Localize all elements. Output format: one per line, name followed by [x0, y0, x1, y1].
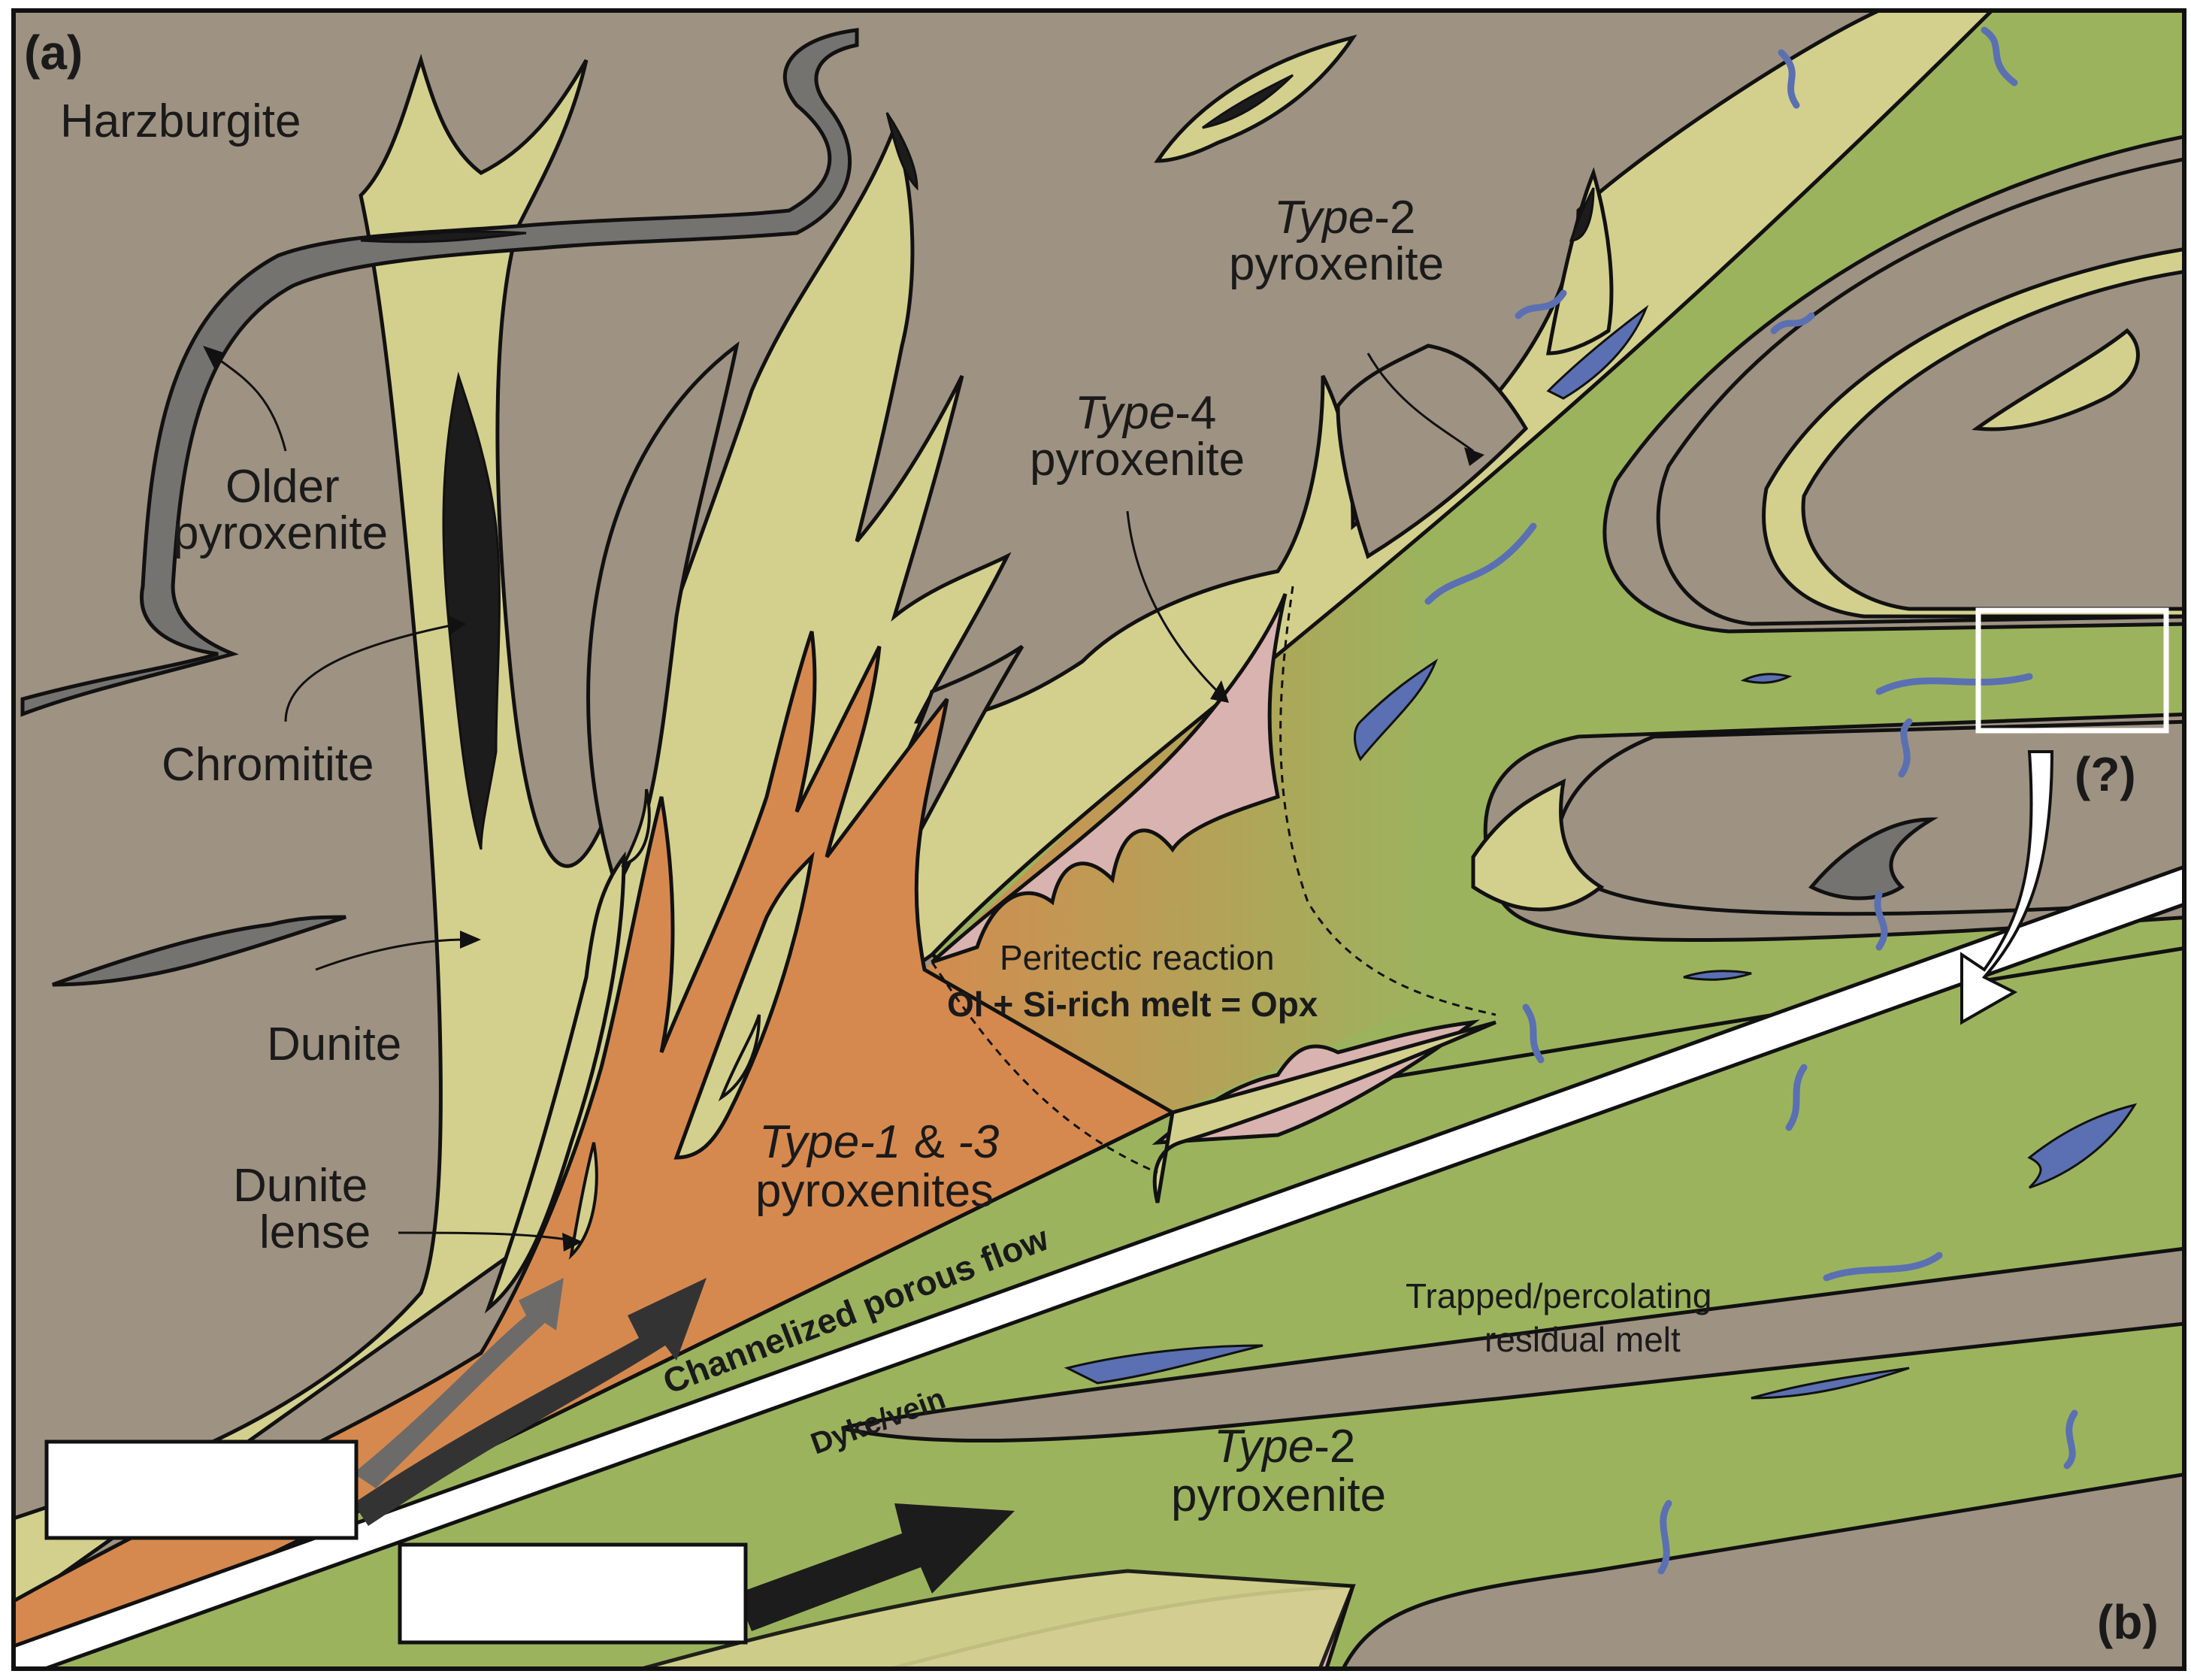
lower-dunite-sliver [634, 1569, 1356, 1669]
label-older-1: Older [225, 461, 340, 513]
harz-hole-3 [1336, 344, 1529, 559]
chromitite-blob [1202, 74, 1294, 129]
older-pyroxenite-lens-1 [52, 915, 347, 987]
label-harzburgite: Harzburgite [60, 95, 301, 147]
dunite-in-green-2 [1546, 167, 1614, 356]
dunite-lense-3 [568, 1142, 598, 1260]
dunite-lense-2 [718, 1014, 761, 1102]
label-trapped-1: Trapped/percolating [1406, 1276, 1711, 1315]
label-chromitite: Chromitite [162, 739, 374, 791]
dunite-strip-2 [673, 851, 815, 1160]
melt-pocket-7 [1751, 1367, 1910, 1400]
boninitic-arrow [737, 1503, 1015, 1631]
label-type4: Type-4 [1075, 387, 1216, 439]
harz-hole-1 [586, 341, 740, 891]
label-type2-bottom: Type-2 [1214, 1421, 1355, 1473]
label-type2-top-line2: pyroxenite [1229, 238, 1444, 290]
label-lense-2: lense [259, 1206, 371, 1258]
label-type13: Type-1 & -3 [759, 1116, 999, 1168]
chromitite-pod [442, 371, 501, 850]
dunite-lense-1 [621, 789, 651, 867]
melt-pocket-4 [1683, 970, 1752, 981]
dunite-tongue [1152, 1020, 1496, 1203]
boninitic-box [398, 1542, 748, 1645]
dyke-band [14, 864, 2184, 1669]
older-pyroxenite-arc [20, 28, 859, 717]
label-older-2: pyroxenite [173, 507, 388, 559]
panel-label-a: (a) [24, 26, 83, 80]
leader-arrowheads [203, 346, 1484, 1252]
peritectic-boundary-left [931, 961, 1158, 1174]
label-peritectic: Peritectic reaction [1000, 938, 1275, 977]
picritic-arrow-grey [353, 1278, 564, 1488]
question-arrow [1960, 750, 2054, 1025]
label-type2-bottom-line2: pyroxenite [1171, 1470, 1386, 1521]
label-lense-1: Dunite [233, 1160, 368, 1212]
dunite-in-green-1 [1471, 778, 1605, 912]
melt-pocket-6 [1064, 1344, 1263, 1385]
melt-pocket-5 [2027, 1103, 2138, 1189]
chromitite-top [885, 112, 918, 191]
melt-flow-arrows [1424, 26, 2078, 1575]
label-type4-line2: pyroxenite [1030, 434, 1245, 486]
type4-zone [931, 593, 1288, 964]
leader-lines [210, 352, 1474, 1242]
melt-pocket-1 [1546, 304, 1649, 400]
inset-box-b [1975, 607, 2169, 734]
picritic-arrow-black [353, 1278, 707, 1526]
figure-frame [11, 8, 2186, 1671]
melt-pocket-3 [1740, 673, 1793, 684]
lower-harz-strip-2 [841, 1246, 2184, 1443]
peritectic-zone [925, 543, 1488, 1112]
label-type2-top: Type-2 [1274, 192, 1415, 244]
older-pyroxenite-lens-2 [1808, 817, 1939, 901]
peritectic-boundary-right [1279, 586, 1496, 1016]
dunite-blob-right [1972, 328, 2140, 431]
label-question: (?) [2074, 747, 2136, 801]
chromitite-seam [360, 230, 527, 244]
label-type13-line2: pyroxenites [755, 1165, 994, 1217]
melt-pocket-2 [1354, 658, 1439, 761]
chromitite-green [1569, 187, 1595, 242]
label-dunite: Dunite [267, 1019, 401, 1070]
panel-label-b: (b) [2097, 1595, 2159, 1649]
dunite-strip-1 [484, 851, 626, 1314]
picritic-box [44, 1439, 359, 1540]
lower-harz-strip [1341, 1472, 2184, 1669]
label-equation: Ol + Si-rich melt = Opx [947, 985, 1318, 1024]
label-trapped-2: residual melt [1484, 1320, 1681, 1359]
